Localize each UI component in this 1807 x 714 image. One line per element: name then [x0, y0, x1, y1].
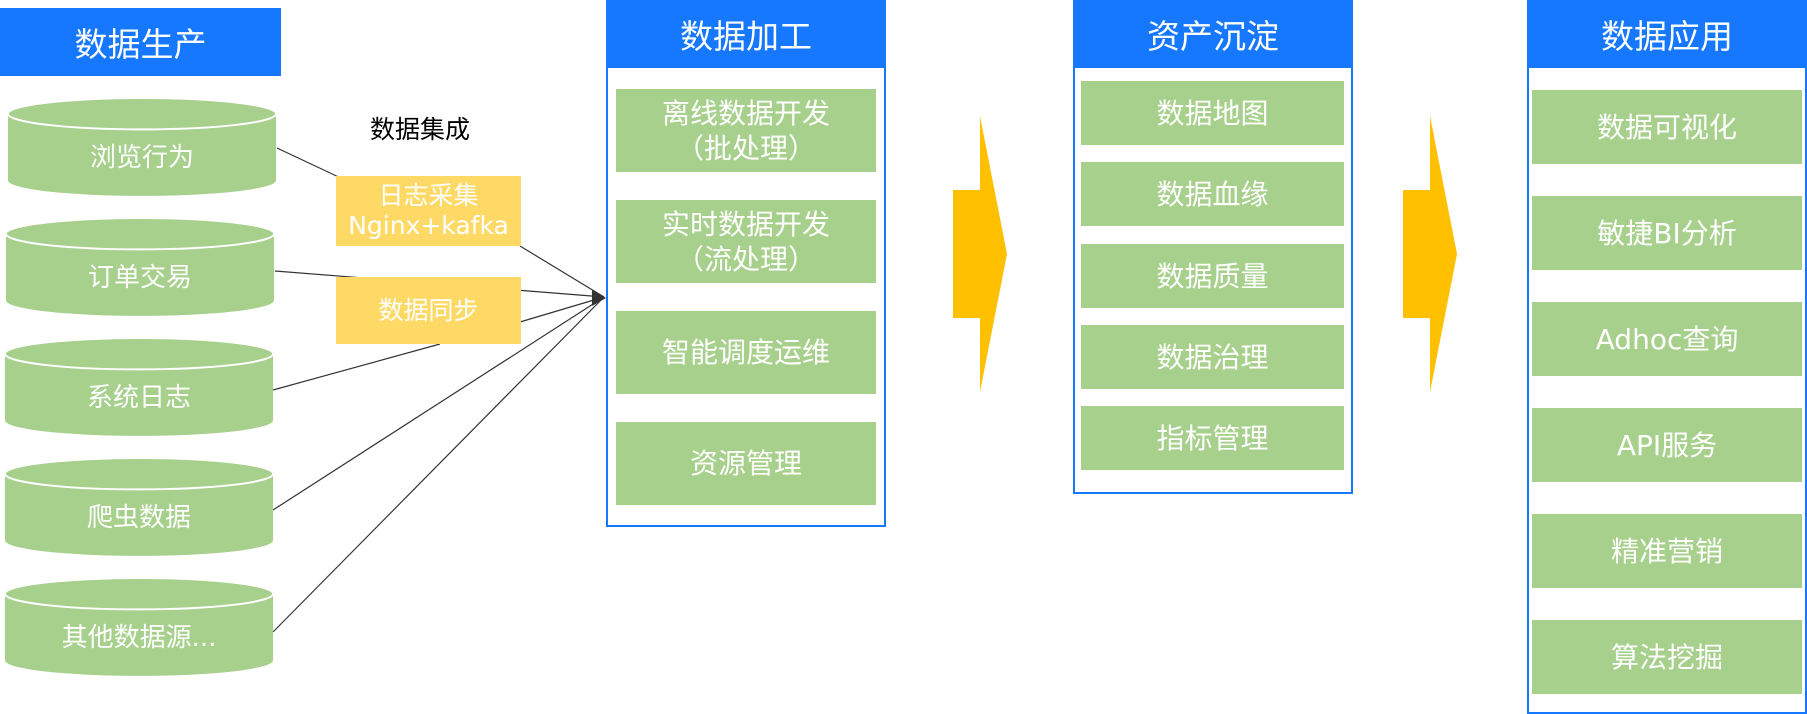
flow-arrow — [1403, 116, 1457, 392]
source-label: 爬虫数据 — [87, 503, 191, 533]
connector-arrowhead — [592, 290, 606, 306]
line-syslog-to-sync — [272, 343, 441, 391]
line-crawler-to-processing — [272, 296, 605, 511]
source-label: 其他数据源... — [62, 623, 217, 653]
processing-header: 数据加工 — [606, 0, 886, 68]
assets-item: 数据血缘 — [1081, 162, 1344, 226]
source-cylinder: 其他数据源... — [3, 577, 275, 677]
application-item: 数据可视化 — [1532, 90, 1802, 164]
log-collect-title: 日志采集 — [378, 181, 479, 210]
integration-label: 数据集成 — [370, 115, 471, 144]
assets-item: 指标管理 — [1081, 406, 1344, 470]
line-log-to-processing — [519, 245, 605, 298]
log-collect-tech: Nginx+kafka — [348, 211, 509, 240]
line-sync-to-processing — [519, 296, 605, 323]
source-label: 浏览行为 — [90, 143, 194, 173]
line-other-to-processing — [272, 296, 605, 633]
application-item: 算法挖掘 — [1532, 620, 1802, 694]
application-item: 敏捷BI分析 — [1532, 196, 1802, 270]
source-label: 系统日志 — [87, 383, 191, 413]
assets-header: 资产沉淀 — [1073, 0, 1353, 68]
line-browse-to-log — [276, 147, 346, 181]
source-cylinder: 订单交易 — [4, 217, 276, 317]
log-collect-box: 日志采集 Nginx+kafka — [336, 176, 521, 246]
source-label: 订单交易 — [88, 263, 192, 293]
processing-item: 资源管理 — [616, 422, 876, 505]
processing-item: 实时数据开发 （流处理） — [616, 200, 876, 283]
assets-item: 数据质量 — [1081, 244, 1344, 308]
production-cylinders: 浏览行为 订单交易 系统日志 爬虫数据 其他数据源... — [3, 97, 278, 677]
processing-item: 离线数据开发 （批处理） — [616, 89, 876, 172]
application-item: API服务 — [1532, 408, 1802, 482]
source-cylinder: 浏览行为 — [6, 97, 278, 197]
flow-arrow — [953, 116, 1007, 392]
production-header: 数据生产 — [0, 8, 281, 76]
sync-box: 数据同步 — [336, 277, 521, 344]
application-item: 精准营销 — [1532, 514, 1802, 588]
source-cylinder: 爬虫数据 — [3, 457, 275, 557]
assets-item: 数据治理 — [1081, 325, 1344, 389]
application-item: Adhoc查询 — [1532, 302, 1802, 376]
processing-item: 智能调度运维 — [616, 311, 876, 394]
assets-item: 数据地图 — [1081, 81, 1344, 145]
application-header: 数据应用 — [1527, 0, 1807, 68]
source-cylinder: 系统日志 — [3, 337, 275, 437]
